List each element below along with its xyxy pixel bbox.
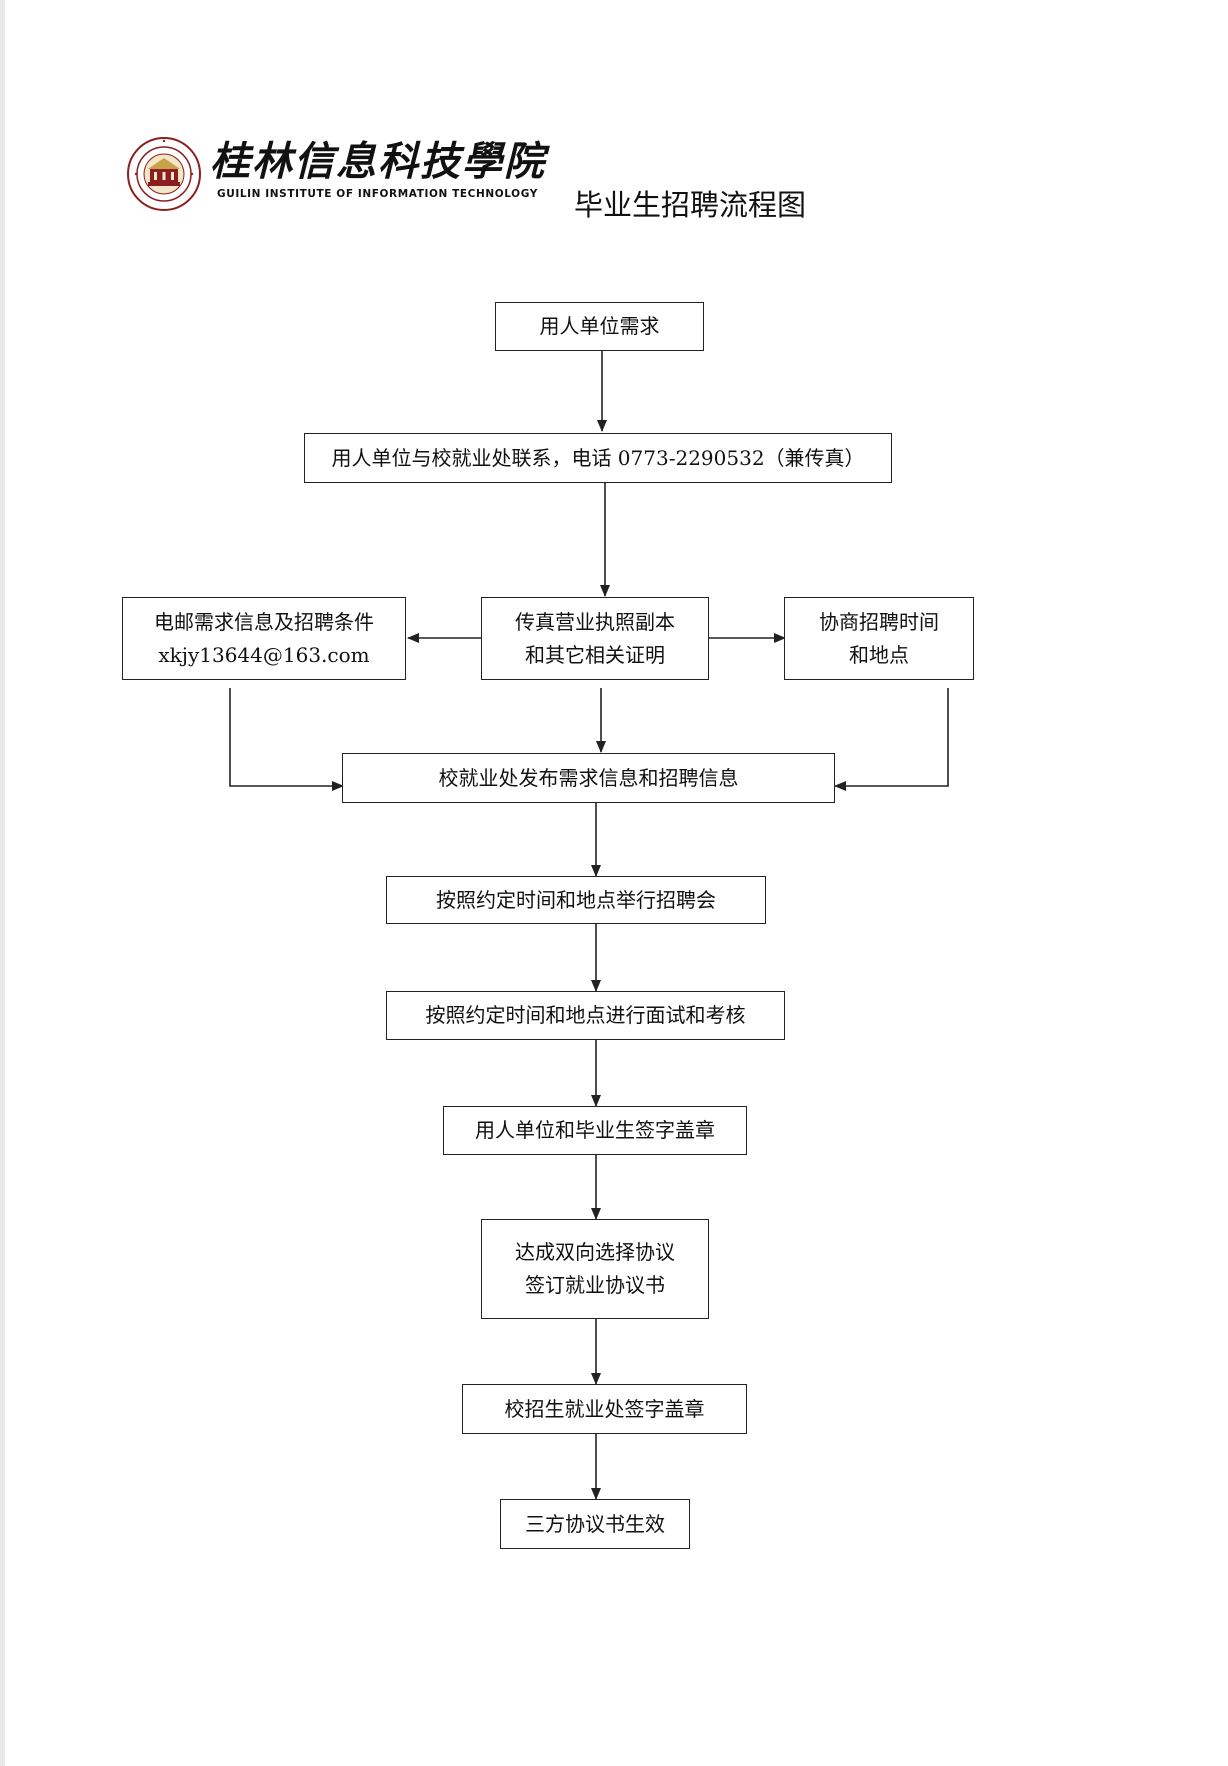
school-name-calligraphy: 桂林信息科技學院 <box>210 138 546 185</box>
school-seal-logo <box>127 137 201 211</box>
school-name-english: GUILIN INSTITUTE OF INFORMATION TECHNOLO… <box>217 188 538 200</box>
node-email-info-line2: xkjy13644@163.com <box>158 642 370 667</box>
arrow-negotiate-to-publish <box>834 688 949 791</box>
node-negotiate-time: 协商招聘时间 和地点 <box>784 597 974 680</box>
node-employer-demand-label: 用人单位需求 <box>539 314 660 338</box>
node-fax-license: 传真营业执照副本 和其它相关证明 <box>481 597 709 680</box>
node-negotiate-line1: 协商招聘时间 <box>819 609 939 634</box>
node-agreement-line1: 达成双向选择协议 <box>515 1240 675 1264</box>
arrow-email-to-publish <box>229 688 344 791</box>
node-email-info-line1: 电邮需求信息及招聘条件 <box>154 609 374 634</box>
node-tripartite-effective-label: 三方协议书生效 <box>525 1511 665 1536</box>
node-email-info: 电邮需求信息及招聘条件 xkjy13644@163.com <box>122 597 406 680</box>
page-edge <box>0 0 5 1766</box>
node-hold-fair: 按照约定时间和地点举行招聘会 <box>386 876 766 924</box>
node-employer-demand: 用人单位需求 <box>495 302 704 351</box>
node-fax-license-line2: 和其它相关证明 <box>525 642 665 667</box>
node-contact-office: 用人单位与校就业处联系，电话 0773-2290532（兼传真） <box>304 433 892 483</box>
node-interview-label: 按照约定时间和地点进行面试和考核 <box>425 1003 746 1027</box>
node-sign-stamp-label: 用人单位和毕业生签字盖章 <box>475 1118 715 1142</box>
node-sign-stamp: 用人单位和毕业生签字盖章 <box>443 1106 747 1155</box>
node-contact-office-label: 用人单位与校就业处联系，电话 0773-2290532（兼传真） <box>331 445 865 470</box>
node-publish-info: 校就业处发布需求信息和招聘信息 <box>342 753 835 803</box>
node-agreement: 达成双向选择协议 签订就业协议书 <box>481 1219 709 1319</box>
node-interview: 按照约定时间和地点进行面试和考核 <box>386 991 785 1040</box>
node-school-stamp: 校招生就业处签字盖章 <box>462 1384 747 1434</box>
node-school-stamp-label: 校招生就业处签字盖章 <box>504 1396 705 1421</box>
node-agreement-line2: 签订就业协议书 <box>525 1273 665 1297</box>
node-negotiate-line2: 和地点 <box>849 642 909 667</box>
node-publish-info-label: 校就业处发布需求信息和招聘信息 <box>438 765 739 790</box>
page-title: 毕业生招聘流程图 <box>574 188 807 222</box>
node-fax-license-line1: 传真营业执照副本 <box>515 609 675 634</box>
node-tripartite-effective: 三方协议书生效 <box>500 1499 690 1549</box>
node-hold-fair-label: 按照约定时间和地点举行招聘会 <box>436 887 716 912</box>
